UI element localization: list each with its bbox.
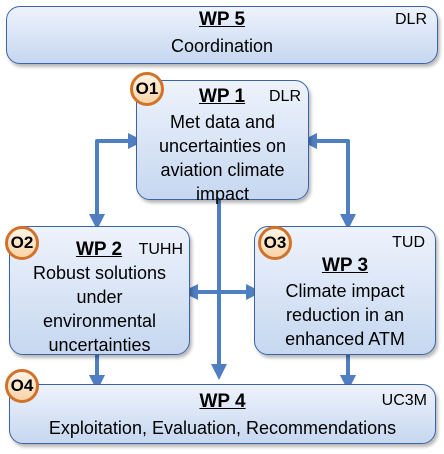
wp2-line-1: Robust solutions: [32, 263, 167, 283]
wp1-line-3: aviation climate: [160, 160, 285, 180]
wp2-line-4: uncertainties: [48, 335, 151, 355]
wp1-title: WP 1: [199, 86, 246, 107]
objective-badge-o3: O3: [258, 226, 292, 260]
wp5-desc: Coordination: [170, 36, 274, 56]
wp1-box: WP 1 DLR Met data and uncertainties on a…: [136, 80, 309, 204]
wp2-box: WP 2 TUHH Robust solutions under environ…: [9, 226, 190, 355]
wp1-line-2: uncertainties on: [158, 136, 287, 156]
wp2-line-2: under: [76, 287, 123, 307]
arrow-wp1-wp3: [301, 133, 356, 230]
wp4-title: WP 4: [199, 391, 246, 412]
wp5-box: WP 5 Coordination DLR: [6, 6, 438, 64]
wp2-line-3: environmental: [42, 311, 157, 331]
wp4-box: WP 4 UC3M Exploitation, Evaluation, Reco…: [9, 384, 436, 444]
wp3-line-1: Climate impact: [285, 281, 405, 301]
wp4-org: UC3M: [381, 392, 427, 409]
wp5-org: DLR: [394, 11, 427, 28]
wp3-box: TUD WP 3 Climate impact reduction in an …: [254, 226, 436, 355]
objective-badge-o4: O4: [5, 369, 39, 403]
wp5-title: WP 5: [198, 9, 246, 30]
wp1-org: DLR: [268, 88, 301, 105]
objective-badge-o1: O1: [130, 72, 164, 106]
wp1-line-1: Met data and: [169, 112, 276, 132]
wp2-title: WP 2: [76, 239, 123, 260]
objective-badge-o2: O2: [5, 226, 39, 260]
wp3-line-3: enhanced ATM: [285, 329, 405, 349]
wp2-desc: Robust solutions under environmental unc…: [10, 261, 189, 357]
arrow-wp1-wp2: [89, 133, 144, 230]
wp1-desc: Met data and uncertainties on aviation c…: [137, 110, 308, 206]
wp3-org: TUD: [392, 234, 425, 251]
wp3-desc: Climate impact reduction in an enhanced …: [255, 279, 435, 351]
wp3-line-2: reduction in an: [285, 305, 405, 325]
wp2-org: TUHH: [138, 241, 183, 258]
wp3-title: WP 3: [321, 255, 369, 276]
wp1-line-4: impact: [195, 184, 249, 204]
wp4-desc: Exploitation, Evaluation, Recommendation…: [48, 418, 397, 438]
